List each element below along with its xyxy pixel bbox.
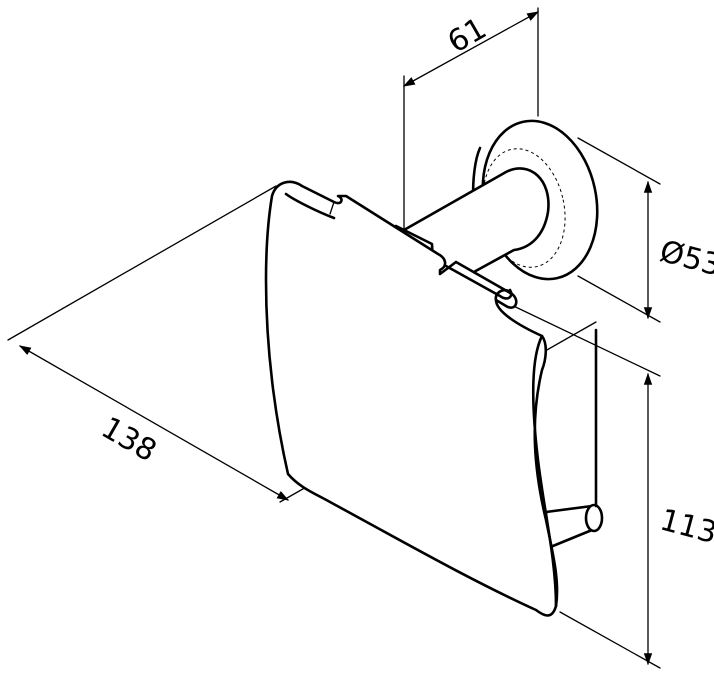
cover-flap	[264, 180, 559, 617]
height-label: 113	[656, 503, 714, 552]
spindle	[544, 328, 604, 550]
diameter-label: Ø53	[656, 234, 714, 284]
width-label: 138	[95, 410, 162, 469]
dimension-lines	[18, 11, 653, 666]
depth-label: 61	[442, 11, 493, 60]
